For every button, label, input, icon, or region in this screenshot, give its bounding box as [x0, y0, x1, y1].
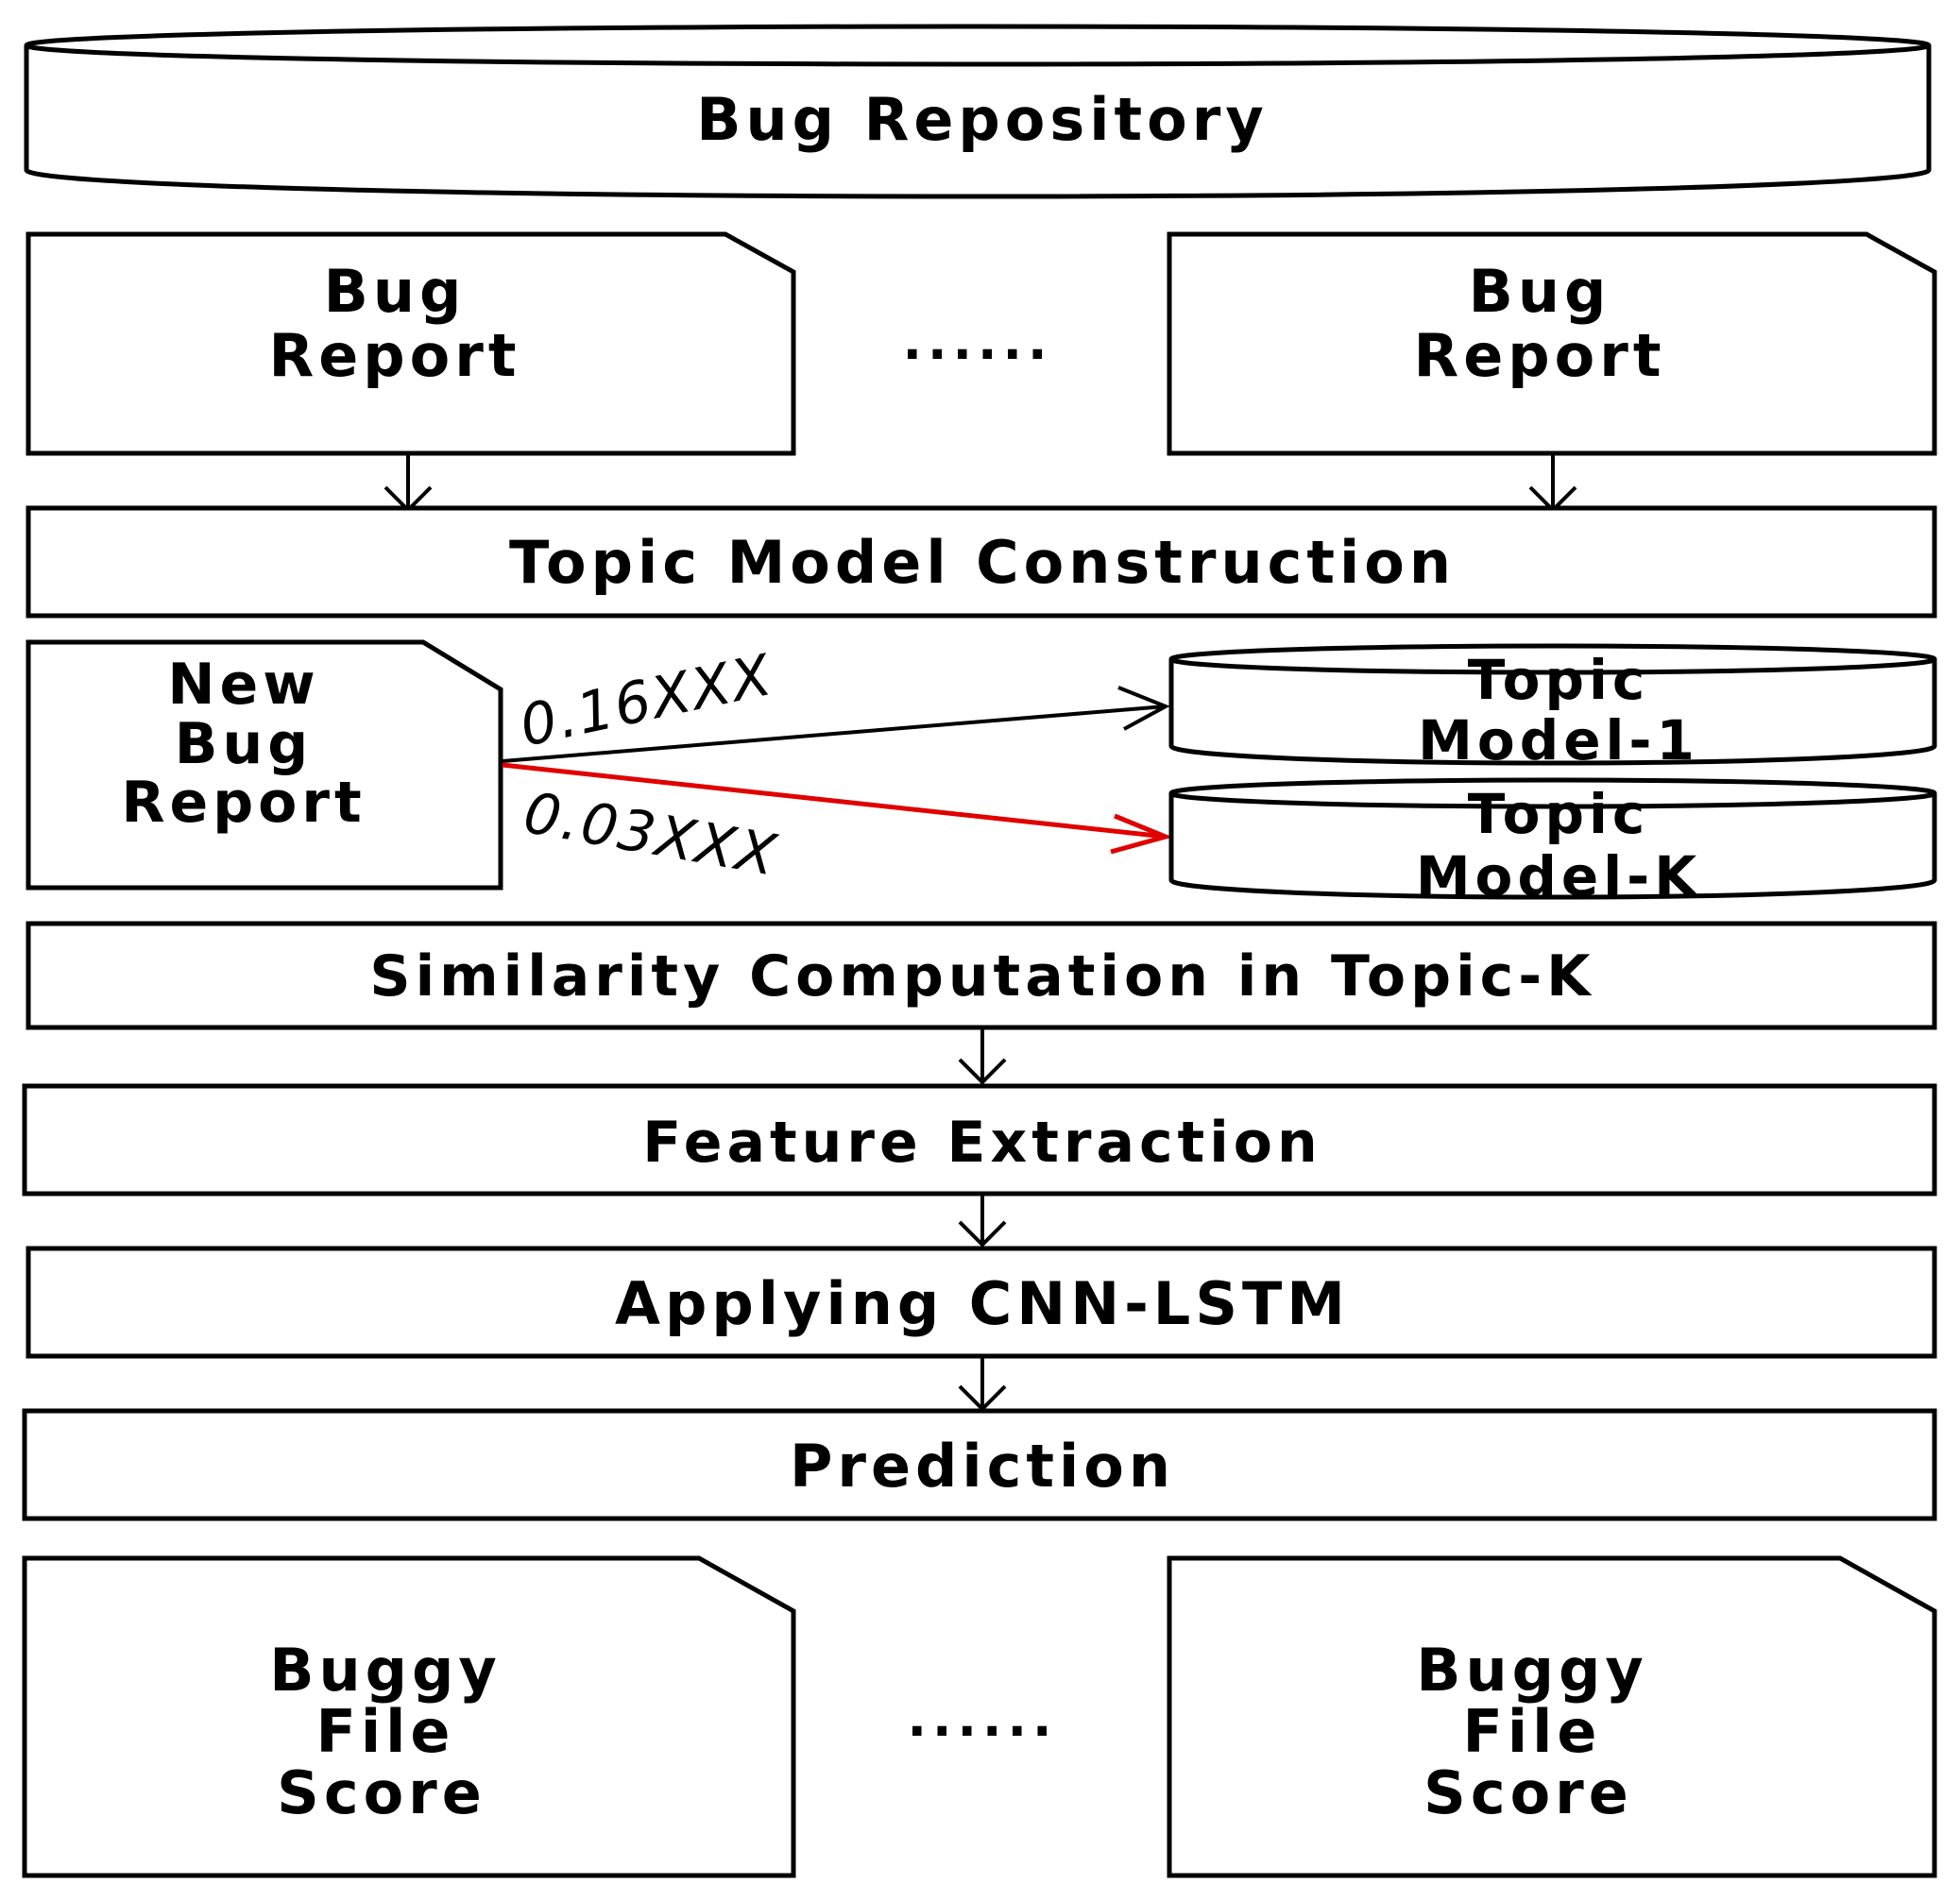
topic-model-k-top	[1168, 777, 1937, 809]
bug-report-right-line2: Report	[1414, 321, 1666, 390]
feature-extraction: Feature Extraction	[22, 1083, 1937, 1197]
bug-repository-top	[24, 24, 1932, 67]
buggy-file-score-left-line2: File	[316, 1697, 455, 1766]
buggy-file-score-right-line2: File	[1463, 1697, 1602, 1766]
topic-model-k-body	[1168, 793, 1937, 900]
bug-report-left: Bug Report	[26, 231, 796, 456]
similarity-computation: Similarity Computation in Topic-K	[26, 921, 1937, 1030]
bug-repository: Bug Repository	[24, 24, 1932, 199]
arrow-right-report-to-construction	[1528, 455, 1577, 513]
new-bug-report: New Bug Report	[26, 639, 503, 891]
arrow-cnn-to-prediction	[958, 1358, 1007, 1412]
ellipsis-bottom: ......	[907, 1689, 1057, 1748]
buggy-file-score-right: Buggy File Score	[1167, 1555, 1937, 1878]
buggy-file-score-left-line3: Score	[277, 1758, 486, 1827]
bug-report-left-line2: Report	[269, 321, 521, 390]
prediction: Prediction	[22, 1408, 1937, 1521]
applying-cnn-lstm: Applying CNN-LSTM	[26, 1246, 1937, 1359]
topic-model-construction-label: Topic Model Construction	[509, 528, 1456, 597]
bug-report-left-shape	[26, 231, 796, 456]
buggy-file-score-left-shape	[22, 1555, 796, 1878]
bug-repository-body	[24, 45, 1932, 199]
buggy-file-score-left: Buggy File Score	[22, 1555, 796, 1878]
buggy-file-score-left-line1: Buggy	[269, 1636, 502, 1705]
topic-model-1-top	[1168, 643, 1937, 675]
prediction-label: Prediction	[790, 1432, 1175, 1501]
topic-model-1-line1: Topic	[1468, 648, 1650, 712]
topic-model-1-body	[1168, 659, 1937, 766]
similarity-computation-label: Similarity Computation in Topic-K	[369, 943, 1594, 1010]
edge-to-topic-model-k: 0.03XXX	[502, 762, 1173, 890]
arrow-left-report-to-construction	[383, 455, 433, 513]
applying-cnn-lstm-label: Applying CNN-LSTM	[615, 1269, 1350, 1338]
edge-to-topic-model-1: 0.16XXX	[502, 642, 1170, 763]
bug-report-right: Bug Report	[1167, 231, 1937, 456]
buggy-file-score-right-shape	[1167, 1555, 1937, 1878]
buggy-file-score-right-line1: Buggy	[1416, 1636, 1648, 1705]
bug-repository-label: Bug Repository	[696, 85, 1269, 154]
bug-report-left-line1: Bug	[324, 257, 467, 326]
topic-model-k-line1: Topic	[1468, 782, 1650, 846]
edge-to-topic-model-k-label: 0.03XXX	[519, 780, 782, 890]
arrow-feature-to-cnn	[958, 1196, 1007, 1248]
topic-model-1: Topic Model-1	[1168, 643, 1937, 772]
arrow-similarity-to-feature	[958, 1029, 1007, 1085]
buggy-file-score-right-line3: Score	[1423, 1758, 1633, 1827]
new-bug-report-line3: Report	[121, 770, 366, 836]
new-bug-report-line1: New	[167, 652, 319, 718]
topic-model-construction: Topic Model Construction	[26, 505, 1937, 619]
new-bug-report-shape	[26, 639, 503, 891]
new-bug-report-line2: Bug	[175, 711, 313, 777]
feature-extraction-label: Feature Extraction	[642, 1110, 1322, 1176]
topic-model-k-line2: Model-K	[1416, 844, 1701, 908]
ellipsis-top: ......	[902, 312, 1052, 371]
topic-model-1-line2: Model-1	[1418, 708, 1699, 772]
topic-model-k: Topic Model-K	[1168, 777, 1937, 908]
bug-report-right-line1: Bug	[1469, 257, 1611, 326]
bug-report-right-shape	[1167, 231, 1937, 456]
